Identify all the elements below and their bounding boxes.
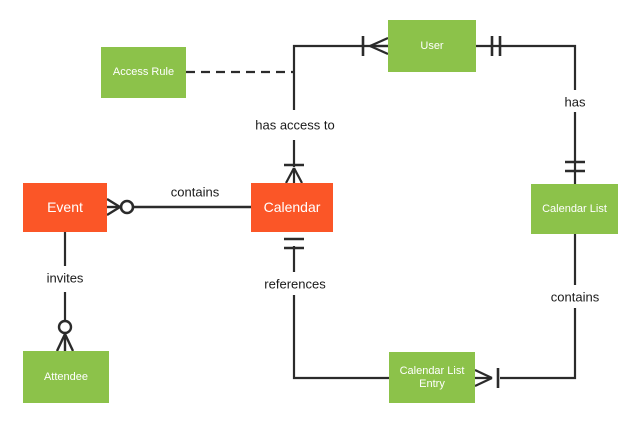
relationship-label-invites: invites bbox=[43, 270, 87, 286]
entity-event[interactable]: Event bbox=[23, 183, 107, 232]
entity-access-rule[interactable]: Access Rule bbox=[101, 47, 186, 98]
cardinality-one-or-many-user-left bbox=[361, 36, 389, 56]
entity-user[interactable]: User bbox=[388, 20, 476, 72]
relationship-label-contains-event-calendar: contains bbox=[167, 184, 223, 200]
entity-label-event: Event bbox=[47, 199, 83, 216]
cardinality-exactly-one-calendar-list-top bbox=[565, 160, 585, 173]
cardinality-one-or-many-calendar-list-entry-right bbox=[474, 368, 500, 388]
cardinality-zero-or-many-event-right bbox=[106, 197, 135, 217]
entity-calendar-list-entry[interactable]: Calendar List Entry bbox=[389, 352, 475, 403]
entity-label-user: User bbox=[420, 39, 444, 52]
relationship-label-has-access-to: has access to bbox=[252, 117, 338, 133]
entity-label-access-rule: Access Rule bbox=[112, 66, 175, 79]
relationship-label-references: references bbox=[261, 276, 329, 292]
entity-attendee[interactable]: Attendee bbox=[23, 351, 109, 403]
relationship-label-contains-calendar-list: contains bbox=[547, 289, 603, 305]
entity-label-calendar-list-entry: Calendar List Entry bbox=[399, 364, 465, 390]
relationship-label-has: has bbox=[561, 94, 589, 110]
entity-calendar-list[interactable]: Calendar List bbox=[531, 184, 618, 234]
cardinality-exactly-one-calendar-bottom bbox=[284, 237, 304, 250]
entity-calendar[interactable]: Calendar bbox=[251, 183, 333, 232]
cardinality-one-or-many-calendar-top bbox=[284, 163, 304, 184]
connector-calendar-list-contains-entry-lower bbox=[500, 308, 577, 380]
connector-user-has-calendar-list-upper bbox=[476, 44, 577, 90]
connector-calendar-references-entry-lower bbox=[292, 295, 389, 380]
entity-label-calendar: Calendar bbox=[263, 199, 321, 216]
cardinality-zero-or-many-attendee-top bbox=[55, 319, 75, 352]
entity-label-calendar-list: Calendar List bbox=[542, 202, 607, 215]
entity-label-attendee: Attendee bbox=[43, 370, 89, 383]
connector-user-has-access-to-calendar bbox=[292, 44, 388, 110]
cardinality-exactly-one-user-right bbox=[490, 36, 502, 56]
